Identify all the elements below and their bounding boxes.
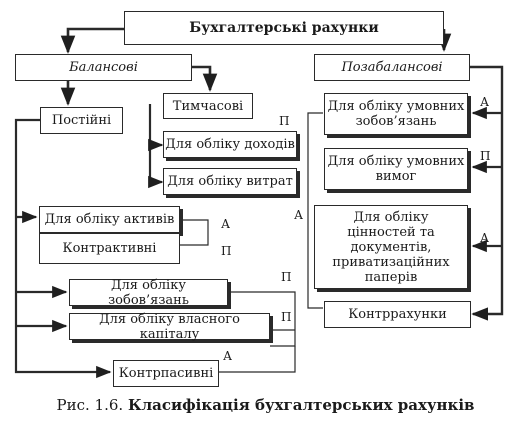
conditional-liabilities-box: Для обліку умовних зобов’язань [324, 93, 468, 135]
permanent-box: Постійні [40, 107, 123, 134]
contra-accounts-box: Контррахунки [324, 301, 471, 328]
income-box: Для обліку доходів [163, 131, 297, 158]
conditional-claims-label: Для обліку умовних вимог [327, 154, 465, 184]
caption-prefix: Рис. 1.6. [56, 396, 124, 414]
expenses-box: Для обліку витрат [163, 168, 297, 195]
valuables-label: Для обліку цінностей та документів, прив… [332, 209, 450, 285]
equity-box: Для обліку власного капіталу [69, 311, 270, 342]
assets-label: Для обліку активів [44, 212, 175, 227]
assets-mark: А [221, 217, 231, 231]
valuables-left-mark: А [294, 208, 304, 222]
conditional-liabilities-mark: А [480, 95, 490, 109]
root-box: Бухгалтерські рахунки [124, 11, 444, 45]
contra-passive-mark: А [223, 349, 233, 363]
equity-mark: П [281, 310, 292, 324]
assets-box: Для обліку активів [39, 206, 180, 233]
income-label: Для обліку доходів [165, 137, 295, 152]
equity-label: Для обліку власного капіталу [99, 311, 240, 342]
root-label: Бухгалтерські рахунки [189, 19, 379, 36]
balance-label: Балансові [69, 60, 138, 75]
temporary-label: Тимчасові [172, 98, 244, 114]
contra-passive-box: Контрпасивні [113, 360, 219, 387]
conditional-claims-mark: П [480, 149, 491, 163]
balance-box: Балансові [15, 54, 192, 81]
contra-active-box: Контрактивні [39, 233, 180, 264]
permanent-label: Постійні [51, 113, 112, 128]
expenses-label: Для обліку витрат [167, 174, 293, 189]
contra-accounts-label: Контррахунки [348, 307, 447, 322]
caption-title: Класифікація бухгалтерських рахунків [127, 396, 475, 414]
conditional-claims-box: Для обліку умовних вимог [324, 148, 468, 190]
liabilities-label: Для обліку зобов’язань [108, 277, 189, 308]
off-balance-box: Позабалансові [314, 54, 470, 81]
off-balance-label: Позабалансові [341, 60, 443, 75]
valuables-right-mark: А [480, 231, 490, 245]
liabilities-mark: П [281, 270, 292, 284]
income-mark: П [279, 114, 290, 128]
contra-passive-label: Контрпасивні [118, 366, 214, 381]
figure-caption: Рис. 1.6. Класифікація бухгалтерських ра… [0, 396, 531, 414]
valuables-box: Для обліку цінностей та документів, прив… [314, 205, 468, 289]
conditional-liabilities-label: Для обліку умовних зобов’язань [327, 99, 465, 129]
contra-active-mark: П [221, 244, 232, 258]
contra-active-label: Контрактивні [62, 241, 157, 256]
liabilities-box: Для обліку зобов’язань [69, 277, 228, 308]
temporary-box: Тимчасові [163, 93, 253, 119]
